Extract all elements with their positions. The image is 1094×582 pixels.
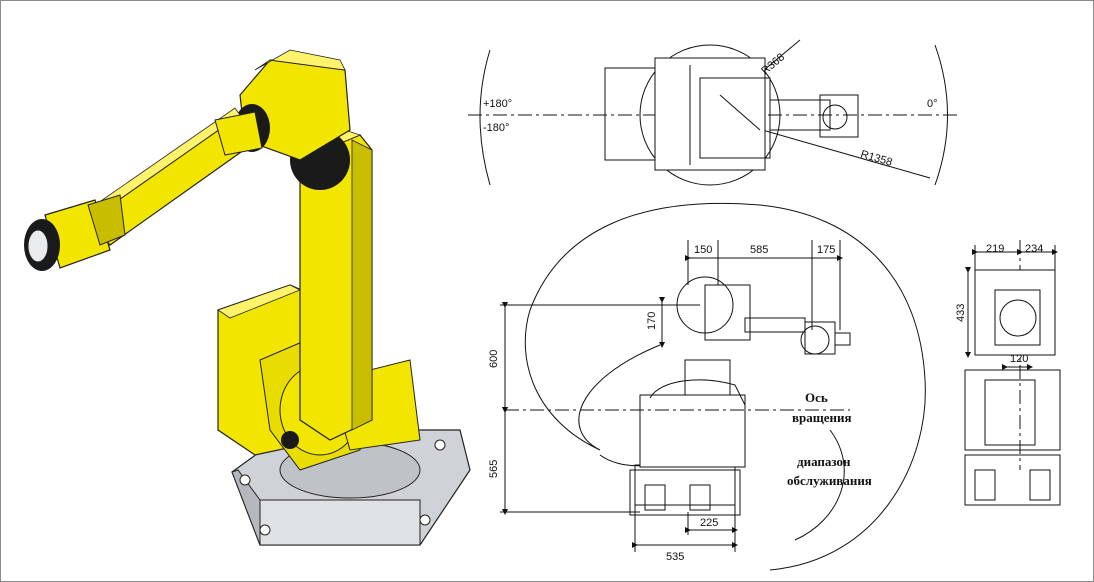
dim-label-565: 565 (488, 460, 500, 478)
dim-label-150: 150 (694, 244, 712, 256)
label-range-line2: обслуживания (787, 473, 872, 488)
front-view-drawing (964, 240, 1061, 506)
dim-label-535: 535 (666, 551, 684, 563)
dim-label-175: 175 (817, 244, 835, 256)
dim-label-120: 120 (1010, 353, 1028, 365)
side-view-labels: 150 585 175 170 600 565 225 535 Ось вращ… (488, 244, 872, 563)
radius-label-inner: R368 (759, 51, 787, 77)
label-axis-line1: Ось (805, 390, 828, 405)
label-axis-line2: вращения (792, 410, 852, 425)
dim-label-170: 170 (646, 312, 658, 330)
front-view-labels: 219 234 433 120 (955, 243, 1043, 365)
angle-label-plus180: +180° (483, 98, 512, 110)
dim-label-585: 585 (750, 244, 768, 256)
label-range-line1: диапазон (797, 454, 851, 469)
side-view-drawing (500, 202, 926, 571)
angle-label-0: 0° (927, 98, 938, 110)
radius-label-outer: R1358 (859, 148, 893, 168)
dim-label-219: 219 (986, 243, 1004, 255)
dim-label-225: 225 (700, 517, 718, 529)
angle-label-minus180: -180° (483, 122, 509, 134)
dim-label-600: 600 (488, 350, 500, 368)
robot-wrist (24, 194, 126, 271)
robot-base (231, 429, 471, 546)
robot-arm-illustration (24, 49, 471, 546)
dim-label-234: 234 (1025, 243, 1043, 255)
robot-lower-arm (286, 129, 373, 441)
dim-label-433: 433 (955, 304, 967, 322)
robot-forearm (84, 107, 263, 246)
top-view-drawing (468, 39, 960, 186)
